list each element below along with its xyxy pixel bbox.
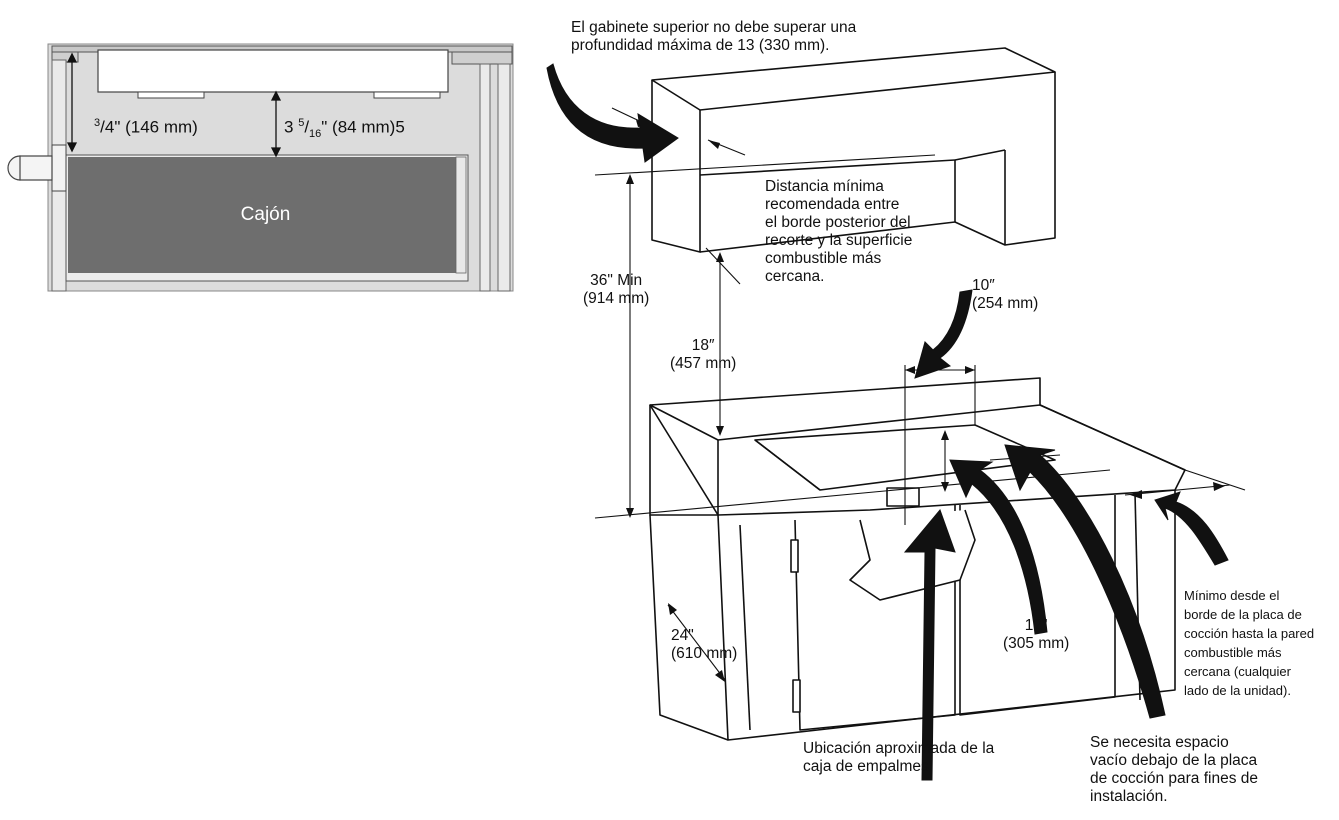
upper-cabinet [651, 47, 1056, 253]
lower-cabinet [649, 487, 1176, 741]
height-36-label: 36" Min (914 mm) [583, 272, 650, 307]
dimension-lines [594, 107, 1246, 681]
upper-cabinet-note: El gabinete superior no debe superar una… [571, 19, 857, 54]
width-10-label: 10″ (254 mm) [972, 277, 1039, 312]
drawer-label: Cajón [240, 204, 291, 225]
inset-dim-left: 3/4" (146 mm) [94, 117, 198, 137]
height-18-label: 18″ (457 mm) [670, 337, 737, 372]
depth-12-label: 12" (305 mm) [1003, 617, 1070, 652]
min-distance-note: Distancia mínima recomendada entre el bo… [765, 178, 913, 285]
inset-cooktop [97, 49, 449, 93]
empty-space-note: Se necesita espacio vacío debajo de la p… [1090, 734, 1259, 805]
depth-24-label: 24" (610 mm) [671, 627, 738, 662]
junction-box-note: Ubicación aproximada de la caja de empal… [803, 740, 995, 775]
side-clearance-note: Mínimo desde el borde de la placa de coc… [1184, 588, 1315, 698]
inset-dim-right: 3 5/16" (84 mm)5 [284, 117, 405, 141]
